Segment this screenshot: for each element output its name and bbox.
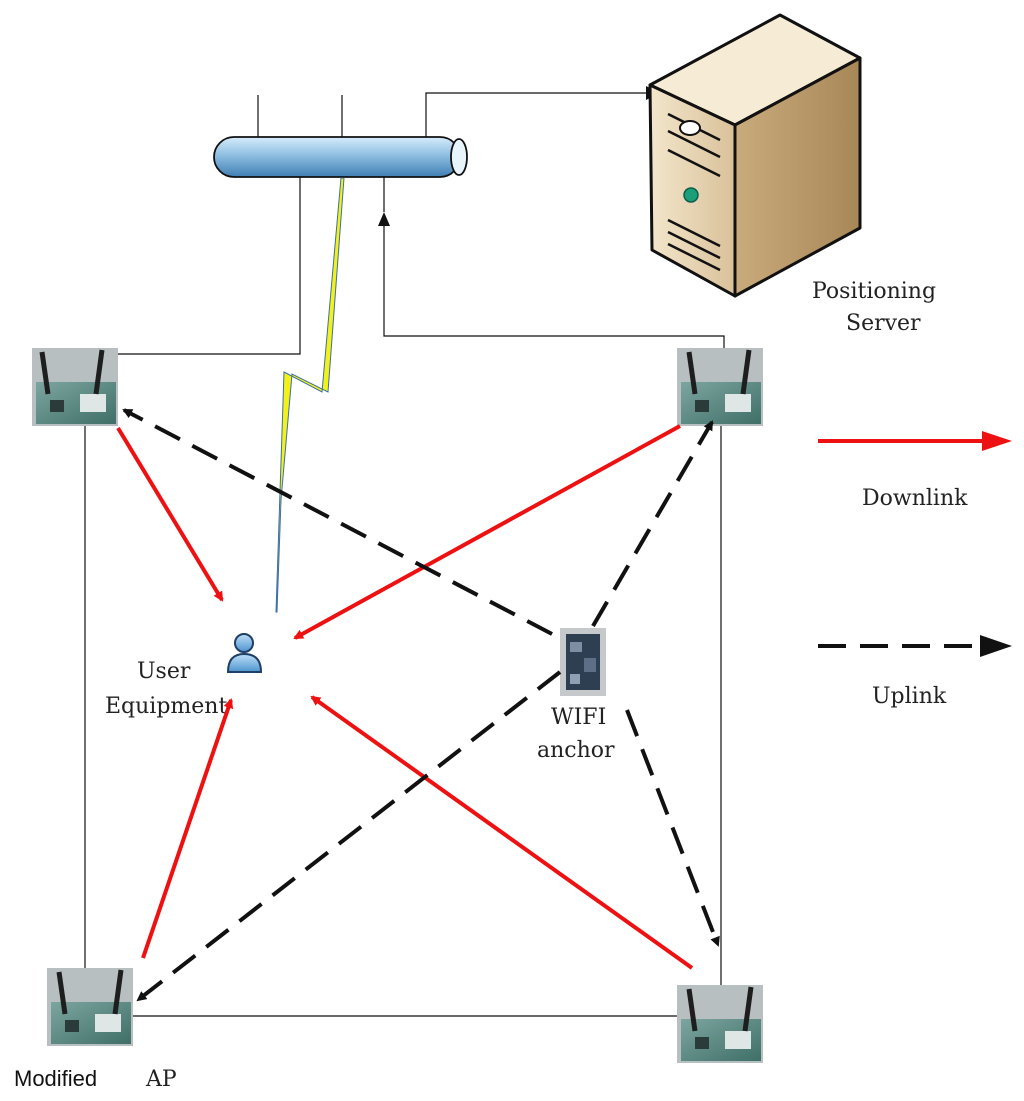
bus-to-left-ap-link: [118, 176, 301, 355]
wired-links: [84, 86, 725, 1017]
lightning-bolt-icon: [275, 177, 345, 613]
user-person-icon: [226, 633, 263, 673]
downlink-bottom-left-to-user: [141, 698, 234, 959]
uplink-anchor-to-top-right-ap: [591, 420, 714, 628]
right-ap-to-bus-arrowhead: [378, 212, 390, 226]
uplink-anchor-to-bottom-left-ap: [136, 670, 562, 1002]
wifi-anchor-board-icon: [560, 628, 606, 696]
uplink-anchor-to-top-left-ap: [122, 408, 553, 636]
wifi-board-icon: [677, 348, 763, 426]
modified-ap-label-word2: AP: [145, 1067, 177, 1092]
legend-uplink-label: Uplink: [872, 684, 947, 709]
legend: Downlink Uplink: [818, 431, 1012, 709]
ap-top-left: [32, 348, 118, 426]
network-bus-pipe-icon: [213, 136, 468, 178]
wifi-board-icon: [32, 348, 118, 426]
wifi-anchor-label-line1: WIFI: [551, 705, 606, 730]
server-tower-icon: [648, 13, 862, 298]
legend-downlink-label: Downlink: [862, 486, 968, 511]
legend-uplink-arrowhead: [980, 635, 1012, 657]
modified-ap-label-word1: Modified: [14, 1066, 97, 1091]
wifi-board-icon: [47, 968, 133, 1046]
positioning-server-label-line2: Server: [846, 311, 921, 336]
bus-to-server-link: [425, 92, 650, 137]
right-ap-to-bus-link: [383, 222, 725, 350]
ap-bottom-right: [677, 985, 763, 1063]
ap-top-right: [677, 348, 763, 426]
downlink-top-left-to-user: [116, 426, 224, 602]
downlink-arrows: [116, 424, 694, 970]
legend-downlink-arrowhead: [982, 431, 1012, 451]
downlink-top-right-to-user: [293, 424, 681, 640]
downlink-bottom-right-to-user: [310, 695, 694, 970]
user-equipment-label-line1: User: [137, 659, 191, 684]
uplink-anchor-to-bottom-right-ap: [625, 709, 720, 947]
wifi-board-icon: [677, 985, 763, 1063]
uplink-arrows: [122, 408, 720, 1002]
positioning-server-label-line1: Positioning: [812, 279, 936, 304]
wifi-anchor-label-line2: anchor: [537, 738, 615, 763]
user-equipment-label-line2: Equipment: [105, 694, 227, 719]
ap-bottom-left: [47, 968, 133, 1046]
